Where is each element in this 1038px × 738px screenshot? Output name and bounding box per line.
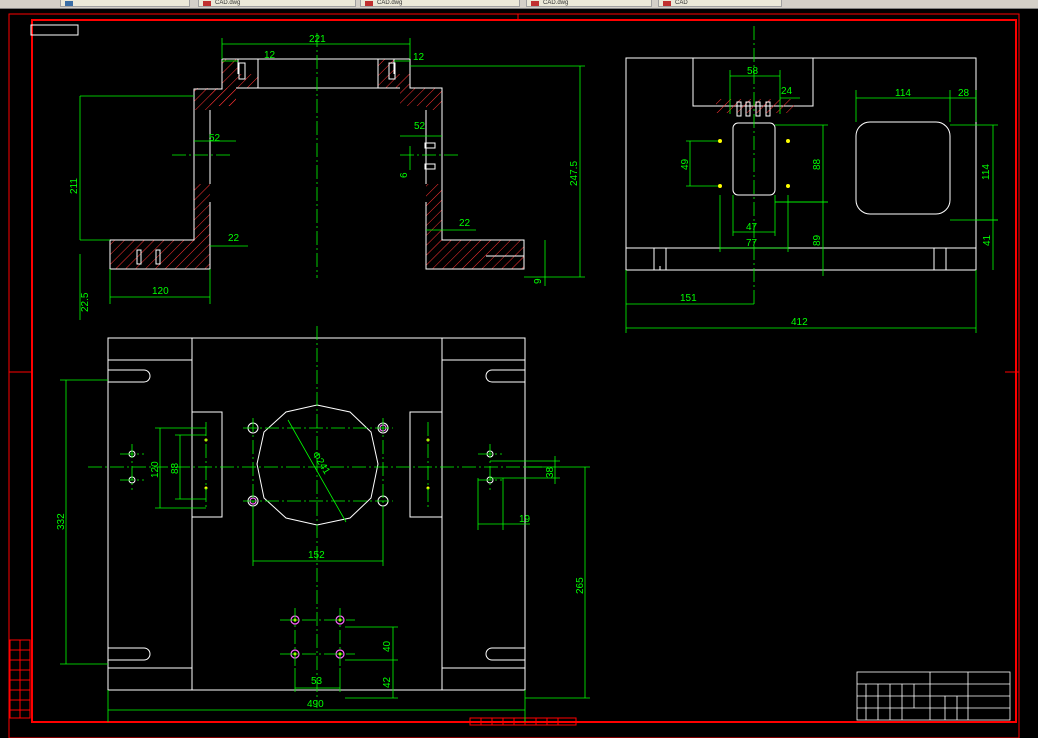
dim-slot-width: 58 (747, 66, 759, 77)
dim-inner-width: 47 (746, 222, 758, 233)
dim-slot-step: 24 (781, 86, 793, 97)
taskbar-tab-drawing-2[interactable]: CAD.dwg (360, 0, 520, 7)
dim-overall-height: 332 (56, 513, 67, 530)
taskbar-tab-drawing-1[interactable]: CAD.dwg (198, 0, 356, 7)
dim-hole-spacing: 152 (308, 550, 325, 561)
cad-drawing-canvas[interactable]: 221 12 12 52 52 211 247.5 6 22 22 22.5 1… (0, 8, 1038, 738)
dim-window-edge: 28 (958, 88, 970, 99)
dim-lower-right: 41 (982, 234, 993, 246)
dim-base-width: 120 (152, 286, 169, 297)
side-view: 58 24 114 28 49 88 114 47 77 89 41 151 4… (625, 26, 998, 333)
dim-right-lug: 12 (413, 52, 425, 63)
dim-height-main: 211 (69, 178, 80, 194)
drawing-icon (531, 1, 539, 6)
dim-left-pocket: 88 (170, 462, 181, 474)
dim-pocket-depth: 88 (812, 158, 823, 170)
dim-left-lug: 12 (264, 50, 276, 61)
dim-pocket-height: 49 (680, 158, 691, 170)
title-block (856, 671, 1011, 721)
dim-left-wall: 52 (209, 133, 221, 144)
drawing-icon (203, 1, 211, 6)
dim-window-height: 114 (981, 164, 992, 180)
front-section-view: 221 12 12 52 52 211 247.5 6 22 22 22.5 1… (69, 33, 585, 320)
taskbar-tab-drawing-4[interactable]: CAD (658, 0, 782, 7)
dim-window-width: 114 (895, 88, 911, 99)
taskbar-tab-app[interactable] (60, 0, 190, 7)
plan-view: Φ241 152 120 88 38 19 332 265 40 53 42 4… (56, 326, 590, 722)
dim-base-step: 9 (533, 278, 544, 284)
dim-left-flange: 22 (228, 233, 240, 244)
dim-base-offset: 22.5 (80, 292, 91, 312)
dim-pin-bottom: 42 (382, 676, 393, 688)
dim-pin-horizontal: 53 (311, 676, 323, 687)
drawing-icon (365, 1, 373, 6)
window-taskbar: CAD.dwg CAD.dwg CAD.dwg CAD (0, 0, 1038, 9)
dim-pin-vertical: 40 (382, 640, 393, 652)
dim-total-width: 412 (791, 317, 808, 328)
dim-height-total: 247.5 (569, 161, 580, 186)
side-stamp (9, 639, 31, 719)
dim-overall-width: 490 (307, 699, 324, 710)
dim-left-height: 120 (150, 461, 161, 478)
dim-lower-height: 89 (812, 234, 823, 246)
taskbar-tab-drawing-3[interactable]: CAD.dwg (526, 0, 652, 7)
dim-right-flange: 22 (459, 218, 471, 229)
dim-center-offset: 151 (680, 293, 697, 304)
drawing-icon (663, 1, 671, 6)
dim-right-hole: 38 (545, 466, 556, 478)
dim-top-width: 221 (309, 34, 326, 45)
dim-right-wall: 52 (414, 121, 426, 132)
dim-right-offset: 19 (519, 514, 531, 525)
app-icon (65, 1, 73, 6)
dim-outer-width: 77 (746, 238, 758, 249)
dim-hole: 6 (399, 172, 410, 178)
dim-right-height: 265 (575, 577, 586, 594)
